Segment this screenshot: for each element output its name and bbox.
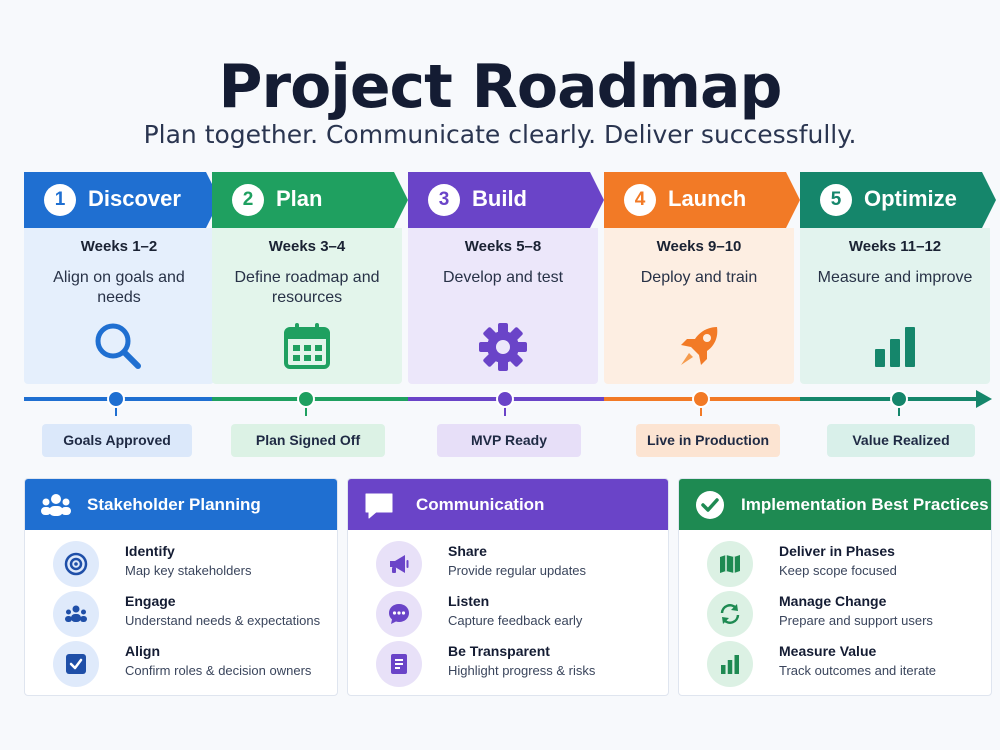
list-item: Align Confirm roles & decision owners	[53, 641, 333, 687]
item-subtitle: Understand needs & expectations	[125, 613, 321, 628]
chat-icon	[376, 591, 422, 637]
checkbox-icon	[53, 641, 99, 687]
timeline-node	[107, 390, 125, 408]
item-subtitle: Track outcomes and iterate	[779, 663, 937, 678]
phase-body	[24, 228, 214, 384]
magnifier-icon	[95, 323, 141, 369]
phase-number: 2	[232, 184, 264, 216]
page-title: Project Roadmap	[218, 52, 783, 122]
phase-name: Plan	[276, 186, 323, 211]
list-item: Share Provide regular updates	[376, 541, 656, 587]
item-title: Measure Value	[779, 643, 877, 659]
speech-bubble-icon	[365, 493, 393, 519]
phase-header: 3 Build	[408, 172, 604, 228]
gear-icon	[479, 323, 527, 371]
list-item: Measure Value Track outcomes and iterate	[707, 641, 987, 687]
panel-stakeholder-planning: Stakeholder Planning Identify Map key st…	[24, 478, 338, 696]
phase-optimize: 5 Optimize Weeks 11–12 Measure and impro…	[800, 172, 996, 384]
panel-header: Implementation Best Practices	[679, 479, 991, 530]
milestone-badge: Goals Approved	[42, 424, 192, 457]
list-item: Listen Capture feedback early	[376, 591, 656, 637]
timeline-node	[890, 390, 908, 408]
panel-header: Stakeholder Planning	[25, 479, 337, 530]
check-circle-icon	[696, 491, 724, 519]
item-subtitle: Map key stakeholders	[125, 563, 252, 578]
item-title: Share	[448, 543, 487, 559]
item-title: Be Transparent	[448, 643, 550, 659]
phase-weeks: Weeks 3–4	[268, 238, 346, 255]
phase-description: Define roadmap and resources	[234, 269, 380, 306]
target-icon	[53, 541, 99, 587]
phase-header: 4 Launch	[604, 172, 800, 228]
map-icon	[707, 541, 753, 587]
milestone-badge: Live in Production	[636, 424, 780, 457]
item-title: Deliver in Phases	[779, 543, 895, 559]
timeline-node	[297, 390, 315, 408]
phase-header: 5 Optimize	[800, 172, 996, 228]
timeline-arrow-icon	[976, 390, 992, 408]
panel-header: Communication	[348, 479, 668, 530]
phase-number: 5	[820, 184, 852, 216]
phase-number: 4	[624, 184, 656, 216]
phase-description: Deploy and train	[640, 269, 758, 286]
phase-discover: 1 Discover Weeks 1–2 Align on goals and …	[24, 172, 220, 384]
phase-description: Develop and test	[442, 269, 564, 286]
phase-launch: 4 Launch Weeks 9–10 Deploy and train	[604, 172, 800, 384]
milestone-badge: MVP Ready	[437, 424, 581, 457]
refresh-icon	[707, 591, 753, 637]
panel-title: Stakeholder Planning	[87, 495, 261, 514]
panel-title: Implementation Best Practices	[741, 495, 989, 514]
item-subtitle: Keep scope focused	[779, 563, 897, 578]
calendar-icon	[284, 323, 330, 369]
phase-header: 1 Discover	[24, 172, 220, 228]
phase-name: Optimize	[864, 186, 957, 211]
phase-build: 3 Build Weeks 5–8 Develop and test	[408, 172, 604, 384]
phase-weeks: Weeks 1–2	[80, 238, 158, 255]
milestone-badge: Value Realized	[827, 424, 975, 457]
item-title: Align	[125, 643, 160, 659]
bar-chart-icon	[707, 641, 753, 687]
timeline-node	[692, 390, 710, 408]
people-group-icon	[41, 494, 71, 516]
item-title: Manage Change	[779, 593, 887, 609]
list-item: Deliver in Phases Keep scope focused	[707, 541, 987, 587]
phase-name: Launch	[668, 186, 747, 211]
list-item: Identify Map key stakeholders	[53, 541, 333, 587]
item-subtitle: Highlight progress & risks	[448, 663, 596, 678]
phase-body	[604, 228, 794, 384]
panel-implementation-best-practices: Implementation Best Practices Deliver in…	[678, 478, 992, 696]
item-title: Listen	[448, 593, 490, 609]
timeline	[24, 390, 992, 416]
item-subtitle: Confirm roles & decision owners	[125, 663, 312, 678]
phase-number: 1	[44, 184, 76, 216]
page-subtitle: Plan together. Communicate clearly. Deli…	[143, 120, 857, 149]
phase-description: Measure and improve	[817, 269, 973, 286]
phase-weeks: Weeks 11–12	[848, 238, 942, 255]
megaphone-icon	[376, 541, 422, 587]
item-subtitle: Prepare and support users	[779, 613, 933, 628]
phase-description: Align on goals and needs	[53, 269, 185, 306]
phase-header: 2 Plan	[212, 172, 408, 228]
list-item: Be Transparent Highlight progress & risk…	[376, 641, 656, 687]
item-title: Engage	[125, 593, 176, 609]
phase-weeks: Weeks 5–8	[464, 238, 542, 255]
phase-name: Build	[472, 186, 527, 211]
document-icon	[376, 641, 422, 687]
panel-communication: Communication Share Provide regular upda…	[347, 478, 669, 696]
bar-chart-icon	[875, 327, 915, 367]
list-item: Engage Understand needs & expectations	[53, 591, 333, 637]
milestone-badge: Plan Signed Off	[231, 424, 385, 457]
phase-name: Discover	[88, 186, 181, 211]
phase-number: 3	[428, 184, 460, 216]
phase-weeks: Weeks 9–10	[656, 238, 742, 255]
item-subtitle: Capture feedback early	[448, 613, 583, 628]
panel-title: Communication	[416, 495, 545, 514]
item-subtitle: Provide regular updates	[448, 563, 587, 578]
rocket-icon	[681, 327, 718, 365]
timeline-node	[496, 390, 514, 408]
list-item: Manage Change Prepare and support users	[707, 591, 987, 637]
item-title: Identify	[125, 543, 175, 559]
people-icon	[53, 591, 99, 637]
phase-plan: 2 Plan Weeks 3–4 Define roadmap and reso…	[212, 172, 408, 384]
